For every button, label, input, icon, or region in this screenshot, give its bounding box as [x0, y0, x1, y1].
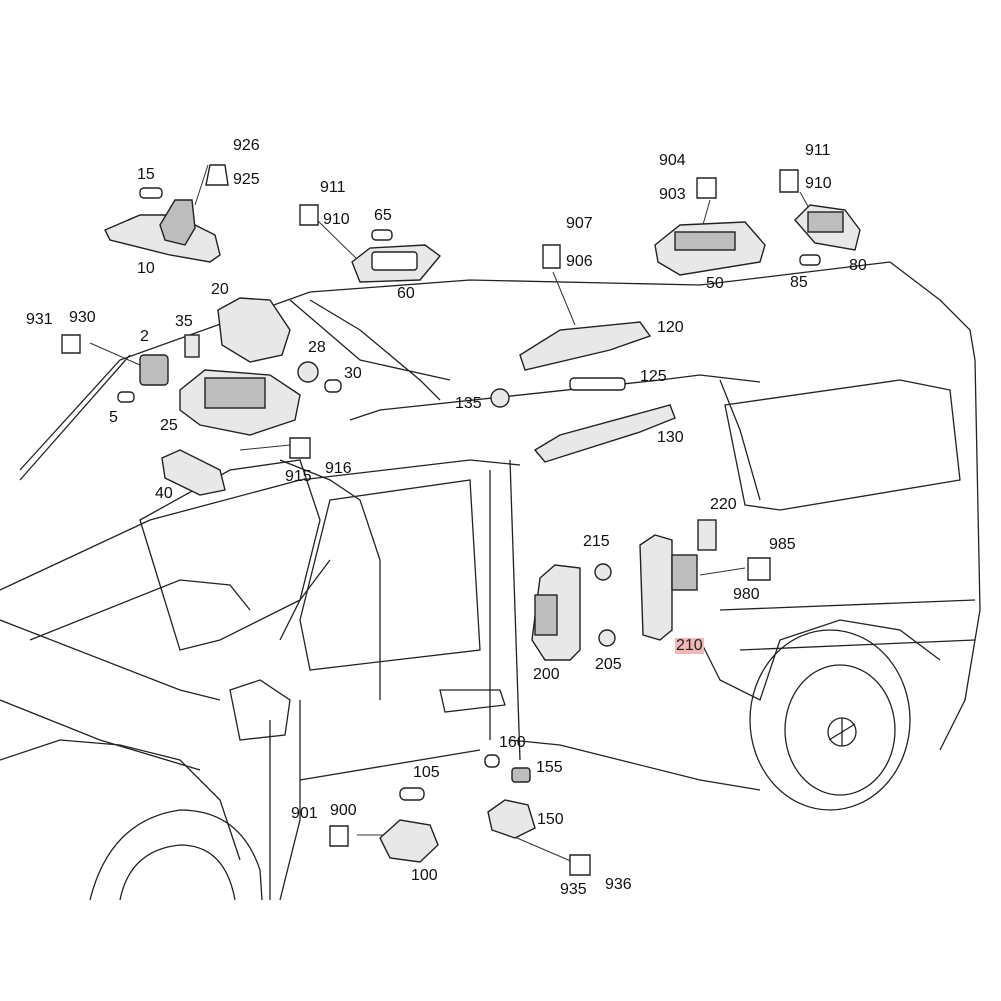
callout-10: 10 [137, 260, 155, 277]
part-210-light [639, 534, 698, 641]
part-125-bolt [569, 377, 626, 391]
callout-985: 985 [769, 536, 796, 553]
callout-904: 904 [659, 152, 686, 169]
callout-205: 205 [595, 656, 622, 673]
callout-911-right: 911 [805, 142, 831, 159]
callout-15: 15 [137, 166, 155, 183]
part-120-brake-light [519, 321, 652, 371]
part-215-screw [594, 563, 612, 581]
part-100-light [379, 819, 439, 863]
part-80-light [794, 204, 861, 251]
callout-105: 105 [413, 764, 440, 781]
callout-28: 28 [308, 339, 326, 356]
callout-915: 915 [285, 468, 312, 485]
part-130-lens [533, 404, 676, 463]
callout-150: 150 [537, 811, 564, 828]
callout-5: 5 [109, 409, 118, 426]
callout-50: 50 [706, 275, 724, 292]
callout-80: 80 [849, 257, 867, 274]
part-160-bulb [484, 754, 500, 768]
part-135-nut [490, 388, 510, 408]
callout-160: 160 [499, 734, 526, 751]
van-body-outline [0, 261, 981, 901]
part-155-socket [511, 767, 531, 783]
callout-2: 2 [140, 328, 149, 345]
part-65-bulb [371, 229, 393, 241]
callout-220: 220 [710, 496, 737, 513]
callout-155: 155 [536, 759, 563, 776]
part-35-clip [184, 334, 200, 358]
callout-906: 906 [566, 253, 593, 270]
callout-907: 907 [566, 215, 593, 232]
callout-215: 215 [583, 533, 610, 550]
part-50-light [654, 221, 766, 276]
callout-25: 25 [160, 417, 178, 434]
part-105-bulb [399, 787, 425, 801]
part-25-console [179, 369, 301, 436]
callout-925: 925 [233, 171, 260, 188]
callout-200: 200 [533, 666, 560, 683]
part-150-light [487, 799, 536, 839]
callout-100: 100 [411, 867, 438, 884]
callout-900: 900 [330, 802, 357, 819]
callout-926: 926 [233, 137, 260, 154]
callout-30: 30 [344, 365, 362, 382]
callout-20: 20 [211, 281, 229, 298]
part-85-bulb [799, 254, 821, 266]
callout-916: 916 [325, 460, 352, 477]
part-15-bulb [139, 187, 163, 199]
part-20-cover [217, 297, 291, 363]
part-2-switch [139, 354, 169, 386]
callout-910-top: 910 [323, 211, 350, 228]
part-220-bracket [697, 519, 717, 551]
part-40-light [161, 449, 226, 496]
callout-130: 130 [657, 429, 684, 446]
part-5-bulb [117, 391, 135, 403]
callout-931: 931 [26, 311, 53, 328]
callout-936: 936 [605, 876, 632, 893]
callout-35: 35 [175, 313, 193, 330]
callout-85: 85 [790, 274, 808, 291]
callout-135: 135 [455, 395, 482, 412]
callout-901: 901 [291, 805, 318, 822]
callout-903: 903 [659, 186, 686, 203]
part-10-front-light [104, 199, 221, 263]
callout-980: 980 [733, 586, 760, 603]
callout-40: 40 [155, 485, 173, 502]
callout-65: 65 [374, 207, 392, 224]
part-200-housing [531, 564, 581, 661]
part-60-light [351, 244, 442, 283]
callout-930: 930 [69, 309, 96, 326]
connector-icons [61, 164, 799, 876]
callout-910-right: 910 [805, 175, 832, 192]
callout-125: 125 [640, 368, 667, 385]
callout-935: 935 [560, 881, 587, 898]
callout-210-highlighted: 210 [675, 637, 704, 654]
part-28-socket [297, 361, 319, 383]
callout-911-top: 911 [320, 179, 346, 196]
part-30-bulb [324, 379, 342, 393]
part-205-screw [598, 629, 616, 647]
callout-60: 60 [397, 285, 415, 302]
callout-120: 120 [657, 319, 684, 336]
